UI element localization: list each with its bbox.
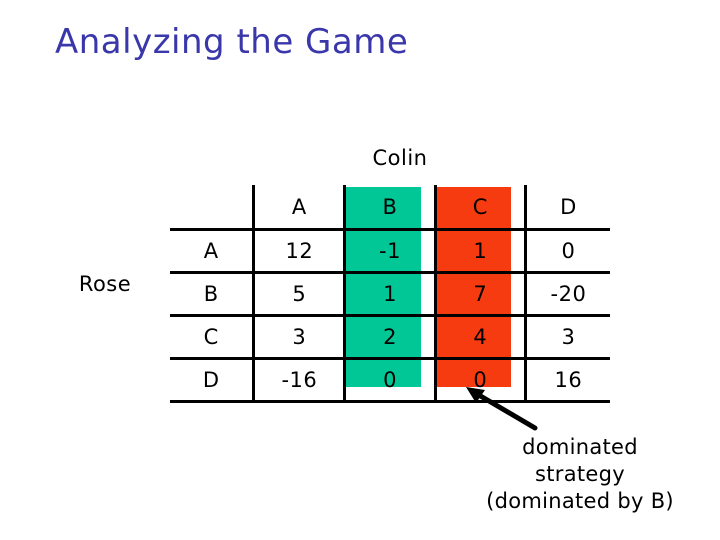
cell-b-a: 5 — [253, 272, 347, 317]
row-header-b: B — [170, 272, 256, 317]
table-row: D -16 0 0 16 — [170, 358, 610, 403]
column-header-c: C — [435, 185, 527, 231]
cell-b-c: 7 — [435, 272, 527, 317]
caption-line-3: (dominated by B) — [486, 489, 674, 513]
payoff-matrix: A B C D A 12 -1 1 0 B 5 1 7 -20 C 3 — [170, 185, 610, 403]
caption-line-1: dominated — [522, 435, 638, 459]
cell-c-d: 3 — [525, 315, 610, 360]
cell-d-b: 0 — [344, 358, 437, 403]
cell-d-a: -16 — [253, 358, 347, 403]
column-header-b: B — [344, 185, 437, 231]
cell-a-a: 12 — [253, 229, 347, 274]
table-row: C 3 2 4 3 — [170, 315, 610, 360]
cell-b-d: -20 — [525, 272, 610, 317]
payoff-table: A B C D A 12 -1 1 0 B 5 1 7 -20 C 3 — [170, 185, 610, 403]
row-player-label: Rose — [78, 272, 132, 296]
table-header-row: A B C D — [170, 185, 610, 231]
caption-line-2: strategy — [535, 462, 625, 486]
cell-b-b: 1 — [344, 272, 437, 317]
cell-a-d: 0 — [525, 229, 610, 274]
row-header-d: D — [170, 358, 256, 403]
dominated-strategy-caption: dominated strategy (dominated by B) — [455, 434, 705, 515]
column-header-d: D — [525, 185, 610, 231]
arrow-to-column-c-icon — [466, 387, 538, 431]
cell-d-d: 16 — [525, 358, 610, 403]
column-header-a: A — [253, 185, 347, 231]
row-header-a: A — [170, 229, 256, 274]
table-row: B 5 1 7 -20 — [170, 272, 610, 317]
table-row: A 12 -1 1 0 — [170, 229, 610, 274]
page-title: Analyzing the Game — [55, 22, 409, 62]
corner-cell — [170, 185, 256, 231]
cell-c-c: 4 — [435, 315, 527, 360]
cell-a-b: -1 — [344, 229, 437, 274]
column-player-label: Colin — [372, 146, 428, 170]
cell-a-c: 1 — [435, 229, 527, 274]
row-header-c: C — [170, 315, 256, 360]
cell-d-c: 0 — [435, 358, 527, 403]
cell-c-b: 2 — [344, 315, 437, 360]
cell-c-a: 3 — [253, 315, 347, 360]
